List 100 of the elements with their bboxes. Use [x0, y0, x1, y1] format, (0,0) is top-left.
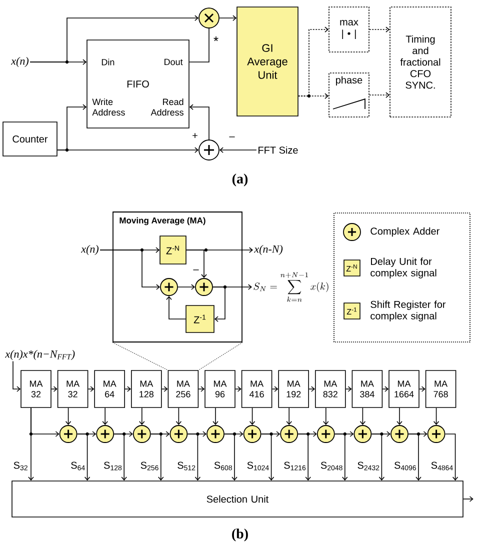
- arrow: [345, 386, 352, 392]
- signal-label: x(n): [11, 57, 29, 67]
- connector-line: [189, 28, 210, 62]
- arrow: [219, 15, 237, 21]
- moving-average-box: MA 64: [94, 370, 125, 408]
- moving-average-box: MA 256: [168, 370, 199, 408]
- arrow: [369, 92, 390, 98]
- edge-label: S$_{128}$: [103, 461, 123, 471]
- adder-symbol: [206, 425, 224, 443]
- arrow: [463, 496, 474, 502]
- signal-label: x(n): [81, 245, 99, 255]
- zoom-line: [112, 342, 168, 370]
- adder-symbol: [170, 425, 188, 443]
- arrow: [57, 147, 199, 153]
- zoom-line: [198, 342, 243, 370]
- arrow: [286, 408, 292, 426]
- arrow: [224, 434, 238, 481]
- arrow: [298, 434, 311, 481]
- adder-symbol: [390, 425, 408, 443]
- adder-symbol: [354, 425, 372, 443]
- arrow: [369, 26, 390, 32]
- edge-label: S$_{1216}$: [283, 461, 307, 471]
- edge-label: S$_{512}$: [176, 461, 196, 471]
- edge-label: S$_{4864}$: [430, 461, 454, 471]
- arrow: [88, 386, 94, 392]
- arrow: [186, 250, 207, 278]
- selection-unit-box: Selection Unit: [12, 480, 464, 518]
- arrow: [65, 408, 72, 426]
- arrow: [360, 408, 366, 426]
- average-unit-box: GI Average Unit: [236, 6, 298, 116]
- arrow: [178, 284, 196, 290]
- adder-symbol: [59, 425, 78, 443]
- legend-text: Shift Register for complex signal: [370, 300, 446, 322]
- block-label: phase: [336, 76, 362, 86]
- arrow: [371, 434, 385, 481]
- arrow: [419, 386, 426, 392]
- moving-average-box: MA 96: [204, 370, 236, 408]
- port-label: Din: [102, 58, 114, 66]
- arrow: [139, 408, 145, 426]
- edge-label: S$_{64}$: [70, 461, 86, 471]
- arrow: [12, 360, 21, 392]
- arrow: [166, 296, 186, 320]
- adder-symbol: [160, 278, 178, 296]
- arrow: [28, 408, 34, 481]
- edge-label: S$_{1024}$: [246, 461, 270, 471]
- signal-label: x(n)x*(n−N$_{FFT}$): [5, 350, 75, 360]
- arrow: [323, 408, 329, 426]
- adder-symbol: [316, 425, 335, 443]
- adder-symbol: [280, 425, 298, 443]
- moving-average-box: MA 416: [241, 370, 272, 408]
- edge-label: S$_{256}$: [140, 461, 160, 471]
- edge-label: +: [192, 132, 198, 140]
- conjugate-mark: *: [214, 36, 218, 42]
- arrow: [100, 250, 160, 290]
- moving-average-box: MA 1664: [388, 370, 420, 408]
- port-label: FIFO: [127, 80, 149, 88]
- port-label: Read Address: [150, 98, 184, 116]
- arrow: [176, 408, 182, 426]
- adder-symbol: [243, 425, 262, 443]
- edge-label: S$_{32}$: [12, 461, 29, 471]
- port-label: Dout: [164, 58, 183, 66]
- legend-text: Delay Unit for complex signal: [370, 258, 436, 278]
- moving-average-box: MA 32: [57, 370, 88, 408]
- arrow: [187, 434, 201, 481]
- arrow: [161, 386, 168, 392]
- arrow: [219, 147, 257, 153]
- arrow: [396, 408, 402, 426]
- signal-label: x(n-N): [254, 245, 283, 255]
- edge-label: S$_{2048}$: [320, 461, 344, 471]
- adder-symbol: [195, 278, 213, 296]
- arrow: [114, 434, 127, 481]
- arrow: [189, 104, 210, 140]
- arrow: [150, 434, 164, 481]
- arrow: [51, 386, 58, 392]
- sum-formula: $S_N = \sum_{k=n}^{n+N-1} x(k)$: [254, 272, 328, 302]
- arrow: [433, 408, 440, 426]
- moving-average-box: MA 32: [20, 370, 52, 408]
- edge-label: –: [228, 136, 236, 140]
- max-box: max | • |: [328, 6, 370, 52]
- box-heading: Moving Average (MA): [120, 217, 206, 226]
- adder-symbol: [132, 425, 151, 443]
- arrow: [298, 93, 329, 99]
- arrow: [334, 434, 348, 481]
- arrow: [30, 15, 199, 62]
- arrow: [249, 408, 256, 426]
- moving-average-box: MA 832: [315, 370, 346, 408]
- arrow: [102, 408, 108, 426]
- input-label: FFT Size: [258, 146, 298, 154]
- legend-text: Complex Adder: [370, 227, 440, 237]
- arrow: [408, 434, 422, 481]
- arrow: [76, 434, 90, 481]
- sync-box: Timing and fractional CFO SYNC.: [390, 6, 452, 118]
- moving-average-box: MA 768: [425, 370, 456, 408]
- arrow: [212, 408, 218, 426]
- arrow: [198, 386, 205, 392]
- arrow: [444, 434, 458, 481]
- arrow: [212, 286, 226, 322]
- counter-box: Counter: [2, 122, 58, 156]
- edge-label: S$_{4096}$: [394, 461, 418, 471]
- arrow: [382, 386, 389, 392]
